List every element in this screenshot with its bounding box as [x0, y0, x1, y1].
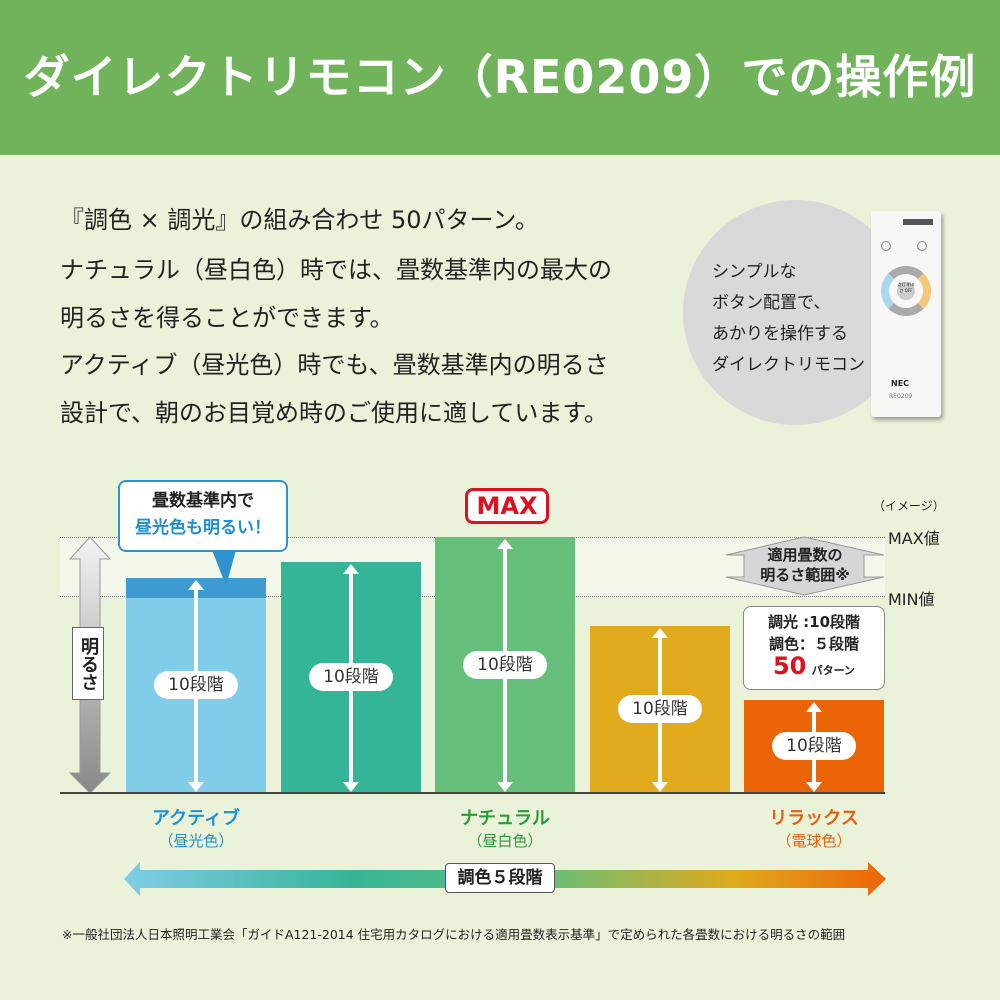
remote-model: RE0209 [889, 393, 913, 400]
range-label: 明るさ範囲※ [760, 566, 850, 584]
intro-line: 『調色 × 調光』の組み合わせ 50パターン。 [60, 206, 539, 234]
circle-text: ダイレクトリモコン [712, 355, 865, 375]
callout-line: 畳数基準内で [152, 491, 254, 511]
bar: 10段階 [126, 578, 266, 792]
intro-line: ナチュラル（昼白色）時では、畳数基準内の最大の [60, 256, 612, 284]
pattern-unit: パターン [811, 664, 856, 677]
summary-dimming: 調光 :10段階 [767, 613, 861, 631]
category-natural: ナチュラル [460, 808, 550, 829]
callout-pointer [212, 550, 236, 586]
intro-line: 明るさを得ることができます。 [60, 304, 394, 332]
intro-line: 設計で、朝のお目覚め時のご使用に適しています。 [60, 399, 608, 427]
remote-control-image: 点灯 明るさ OFF NEC RE0209 [871, 211, 941, 417]
remote-center-button: 点灯 明るさ OFF [897, 282, 915, 300]
steps-label: 10段階 [154, 671, 238, 699]
circle-text: あかりを操作する [712, 324, 848, 344]
y-axis-label: 明るさ [72, 627, 104, 700]
max-badge: MAX [465, 488, 549, 524]
category-active: アクティブ [151, 808, 241, 829]
steps-label: 10段階 [618, 695, 702, 723]
bar: 10段階 [281, 562, 421, 792]
steps-label: 10段階 [309, 663, 393, 691]
category-sub: （電球色） [776, 832, 852, 850]
circle-text: ボタン配置で、 [712, 293, 831, 313]
summary-box: 調光 :10段階 調色：５段階 50 パターン [743, 606, 885, 690]
intro-line: アクティブ（昼光色）時でも、畳数基準内の明るさ [60, 351, 609, 379]
circle-text: シンプルな [712, 262, 797, 282]
baseline [60, 792, 885, 794]
category-relax: リラックス [769, 808, 859, 829]
page-title: ダイレクトリモコン（RE0209）での操作例 [0, 0, 1000, 155]
callout-line: 昼光色も明るい！ [135, 518, 271, 538]
max-label: MAX値 [888, 529, 940, 548]
tone-steps-label: 調色５段階 [445, 863, 555, 893]
min-label: MIN値 [888, 590, 935, 609]
bar: 10段階 [435, 537, 575, 792]
feature-circle [683, 200, 908, 425]
category-sub: （昼白色） [467, 832, 543, 850]
bar: 10段階 [744, 700, 884, 792]
steps-label: 10段階 [772, 732, 856, 760]
remote-brand: NEC [891, 379, 910, 388]
range-label: 適用畳数の [767, 546, 843, 564]
pattern-count: 50 [772, 652, 807, 680]
range-arrow [725, 536, 885, 596]
footnote: ※一般社団法人日本照明工業会「ガイドA121-2014 住宅用カタログにおける適… [62, 927, 846, 942]
bar: 10段階 [590, 626, 730, 792]
callout-box: 畳数基準内で 昼光色も明るい！ [118, 480, 288, 552]
category-sub: （昼光色） [158, 832, 234, 850]
image-note: （イメージ） [873, 499, 945, 513]
steps-label: 10段階 [463, 650, 547, 679]
summary-toning: 調色：５段階 [768, 635, 859, 653]
